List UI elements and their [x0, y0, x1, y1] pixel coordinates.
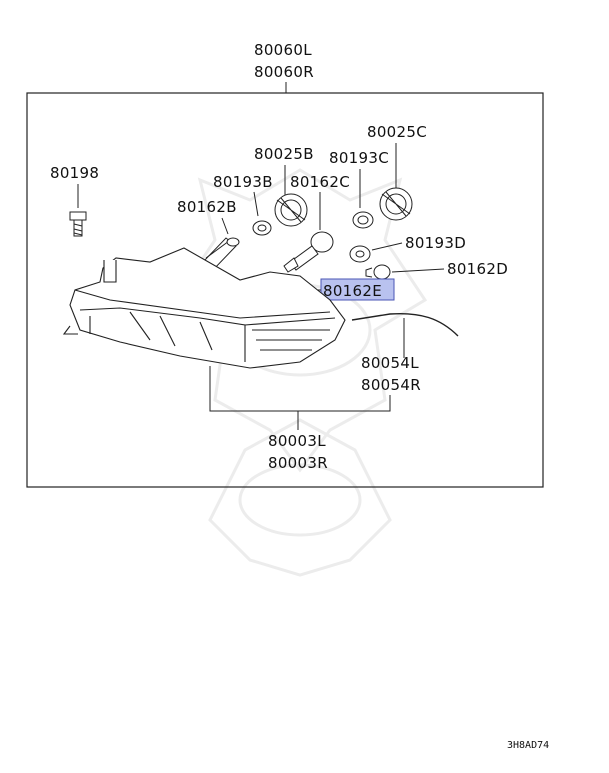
- headlamp-label-r[interactable]: 80003R: [268, 454, 328, 472]
- leader-80193d: [371, 242, 403, 251]
- bulb-80162c: [283, 231, 334, 273]
- seal-label-l[interactable]: 80054L: [361, 354, 419, 372]
- part-label-80162b[interactable]: 80162B: [177, 198, 237, 216]
- seal-strip-80054: [351, 312, 459, 337]
- socket-80193d: [349, 245, 371, 263]
- part-label-80193b[interactable]: 80193B: [213, 173, 273, 191]
- assembly-label-l[interactable]: 80060L: [254, 41, 312, 59]
- assembly-frame: [26, 92, 544, 488]
- socket-80193c: [352, 211, 374, 229]
- part-label-80198[interactable]: 80198: [50, 164, 99, 182]
- part-label-80162d[interactable]: 80162D: [447, 260, 508, 278]
- bulb-80162d: [365, 264, 391, 280]
- cap-80025b: [274, 193, 308, 227]
- headlamp-label-l[interactable]: 80003L: [268, 432, 326, 450]
- diagram-code: 3H8AD74: [507, 740, 549, 751]
- part-label-80193d[interactable]: 80193D: [405, 234, 466, 252]
- part-label-80162c[interactable]: 80162C: [290, 173, 350, 191]
- screw-80198: [69, 211, 87, 237]
- leader-80193b: [253, 191, 259, 217]
- leader-80162d: [391, 268, 445, 273]
- part-label-80025b[interactable]: 80025B: [254, 145, 314, 163]
- headlamp-leader-bracket: [209, 366, 391, 430]
- headlamp-body: [62, 247, 346, 369]
- assembly-label-r[interactable]: 80060R: [254, 63, 314, 81]
- leader-80162b: [221, 217, 229, 235]
- part-label-80193c[interactable]: 80193C: [329, 149, 389, 167]
- watermark-emblem: [172, 168, 428, 577]
- socket-80193b: [252, 220, 272, 236]
- part-label-80025c[interactable]: 80025C: [367, 123, 427, 141]
- seal-label-r[interactable]: 80054R: [361, 376, 421, 394]
- part-label-80162e[interactable]: 80162E: [323, 282, 382, 300]
- cap-80025c: [379, 187, 413, 221]
